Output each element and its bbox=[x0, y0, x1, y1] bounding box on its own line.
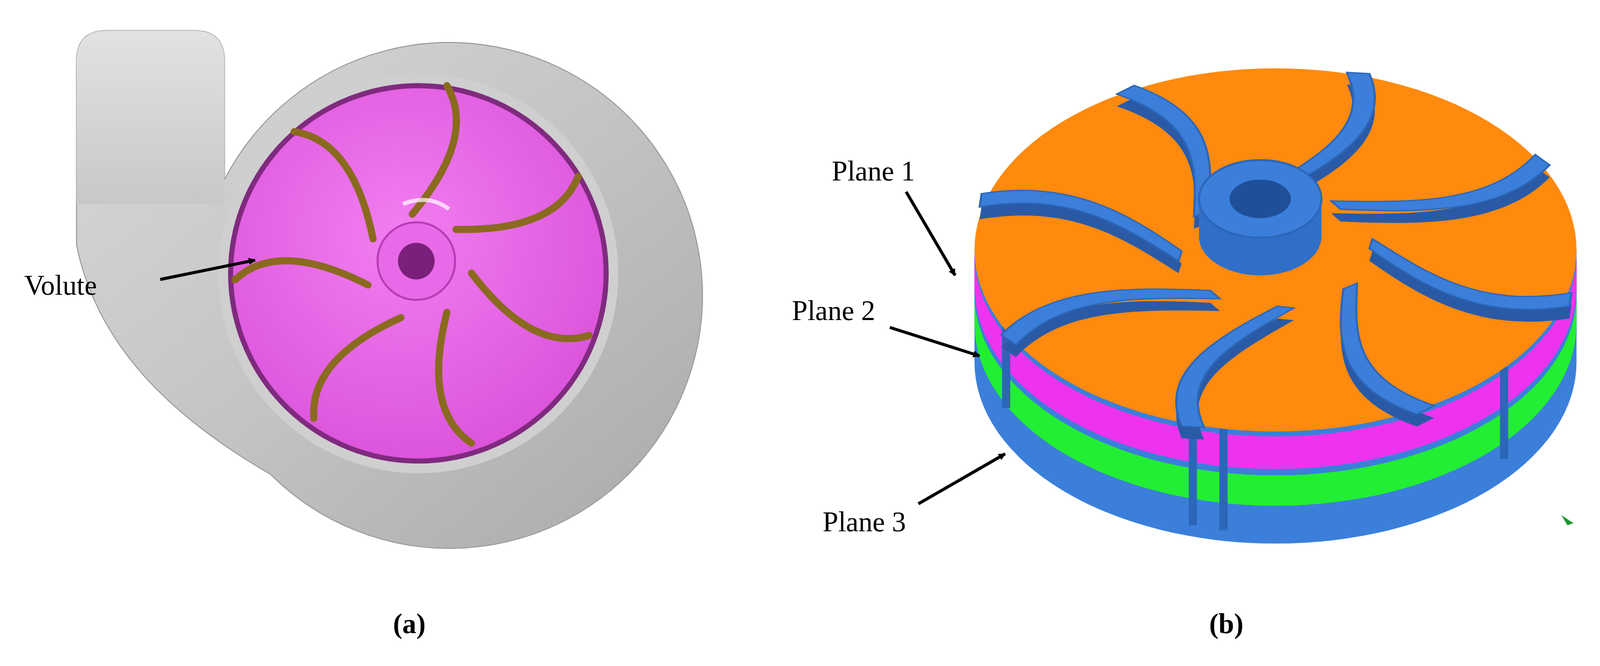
impeller-3d bbox=[974, 68, 1577, 544]
impeller-blades bbox=[232, 85, 597, 448]
plane-label: Plane 1 bbox=[831, 157, 916, 186]
leader-lines bbox=[160, 191, 1005, 505]
plane-label: Plane 2 bbox=[791, 297, 876, 326]
volute-outlet bbox=[76, 30, 225, 205]
part-label: Volute bbox=[24, 271, 98, 300]
volute-ring bbox=[218, 73, 619, 474]
impeller-disk bbox=[230, 85, 607, 462]
impeller-hub bbox=[377, 222, 455, 301]
subfigure-label: (a) bbox=[392, 610, 426, 639]
subfigure-label: (b) bbox=[1209, 610, 1244, 639]
plane-label: Plane 3 bbox=[822, 508, 907, 537]
volute-casing bbox=[76, 30, 703, 549]
hub-hole bbox=[397, 242, 435, 280]
